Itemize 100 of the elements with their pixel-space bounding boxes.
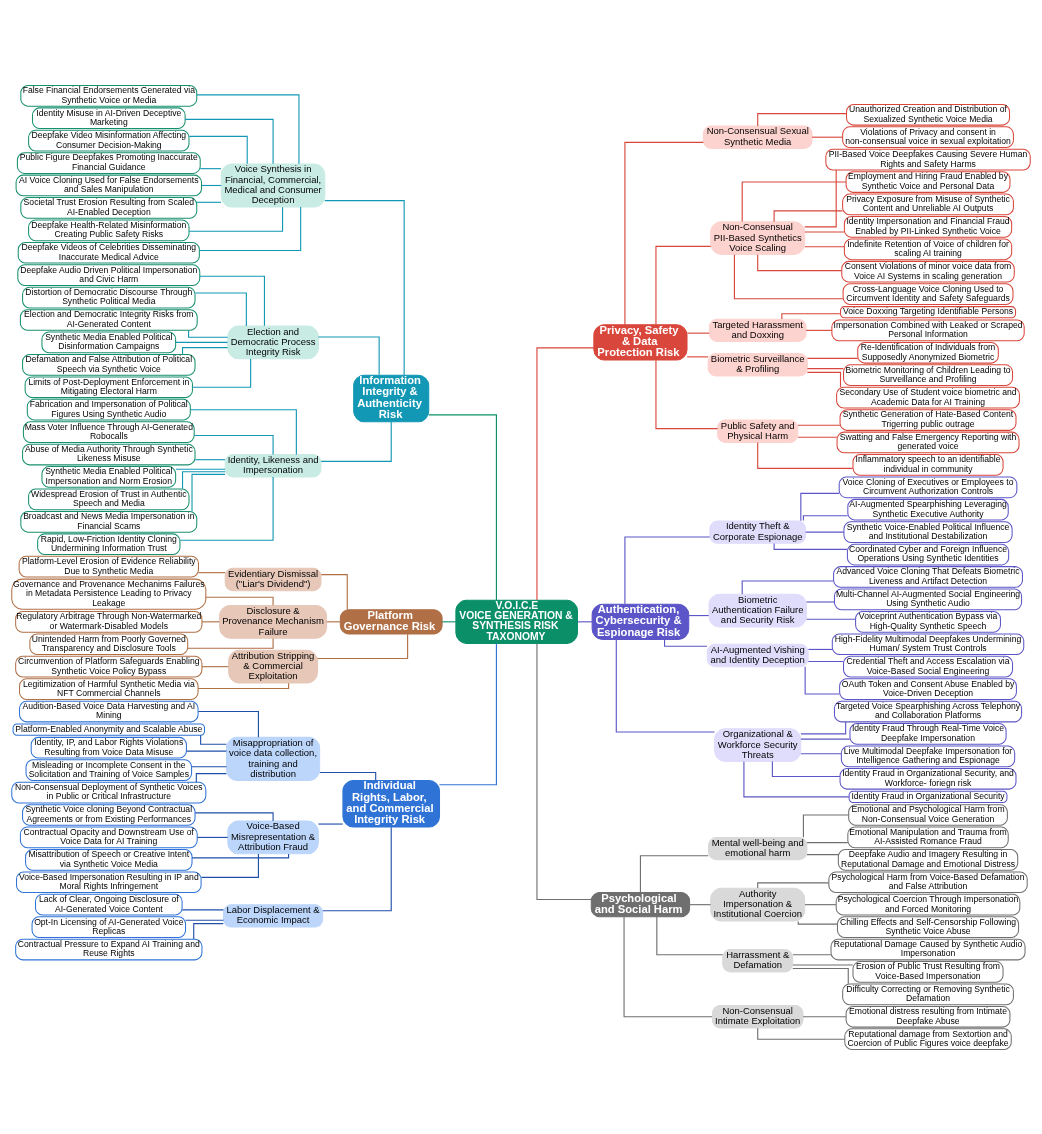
connector [806, 853, 839, 855]
connector [792, 964, 854, 966]
node-box: Synthetic Generation of Hate-Based Content Trigerring public outrage [839, 408, 1017, 431]
node-box: Biometric Surveillance & Profiling [707, 352, 808, 377]
connector [797, 436, 838, 438]
connector [317, 335, 380, 375]
connector [802, 813, 849, 838]
connector [181, 470, 226, 489]
node-box: Platform-Level Erosion of Evidence Reliability Due to Synthetic Media [18, 555, 199, 577]
connector [811, 136, 844, 138]
node-box: Authentication, Cybersecurity & Espionage Risk [591, 603, 690, 640]
connector [536, 642, 592, 900]
connector [188, 135, 248, 164]
node-box: Violations of Privacy and consent in non-consensual voice in sexual exploitation [842, 125, 1014, 148]
node-box: Synthetic Media Enabled Political Disinformation Campaigns [41, 331, 177, 353]
connector [802, 1015, 847, 1017]
node-box: Synthetic Voice cloning Beyond Contractual Agreements or from Existing Performances [22, 803, 196, 826]
connector [200, 852, 259, 878]
connector [797, 920, 838, 925]
connector [655, 245, 712, 325]
connector [686, 332, 710, 334]
connector [197, 710, 259, 738]
node-box: Psychological Coercion Through Impersonation and Forced Monitoring [835, 893, 1021, 916]
node-box: Authority Impersonation & Institutional Coercion [710, 887, 806, 922]
node-box: Multi-Channel AI-Augmented Social Engineering Using Synthetic Audio [833, 588, 1023, 610]
node-box-text: AI-Augmented Spearphishing Leveraging Synthetic Executive Authority [847, 498, 1009, 521]
node-box: Psychological and Social Harm [590, 891, 691, 917]
connector [805, 329, 833, 331]
connector [197, 682, 290, 689]
connector [800, 492, 840, 521]
node-box: Abuse of Media Authority Through Synthetic Likeness Misuse [22, 443, 196, 465]
connector [175, 468, 226, 470]
node-box: Societal Trust Erosion Resulting from Scaled AI-Enabled Deception [20, 196, 198, 219]
node-box: Misappropriation of voice data collection, training and distribution [226, 736, 321, 781]
node-box: Unauthorized Creation and Distribution of Sexualized Synthetic Voice Media [846, 103, 1011, 126]
connector [201, 665, 229, 667]
node-box: AI-Augmented Vishing and Identity Deception [706, 643, 809, 667]
connector [199, 275, 265, 326]
node-box: Evidentiary Dismissal ("Liar's Dividend") [224, 567, 322, 591]
connector [757, 441, 854, 469]
node-box: Mental well-being and emotional harm [708, 836, 808, 860]
node-box: Synthetic Voice-Enabled Political Influence and Institutional Destabilization [843, 520, 1013, 543]
node-box: Lack of Clear, Ongoing Disclosure of AI-Generated Voice Content [35, 893, 183, 916]
connector [757, 112, 847, 126]
node-box: Information Integrity & Authenticity Risk [353, 374, 430, 422]
node-box: Privacy Exposure from Misuse of Synthetic Content and Unreliable AI Outputs [842, 193, 1014, 215]
node-box: Deepfake Video Misinformation Affecting Consumer Decision-Making [28, 129, 190, 151]
node-box: Defamation and False Attribution of Political Speech via Synthetic Voice [22, 353, 196, 376]
connector [188, 206, 284, 232]
node-box: Credential Theft and Access Escalation via Voice-Based Social Engineering [843, 655, 1014, 678]
node-box: Consent Violations of minor voice data from Voice AI Systems in scaling generation [841, 260, 1015, 283]
node-box: Swatting and False Emergency Reporting with generated voice [836, 431, 1020, 453]
node-box: Identity, Likeness and Impersonation [224, 453, 322, 477]
connector [757, 1027, 846, 1040]
node-box: Individual Rights, Labor, and Commercial Integrity Risk [342, 779, 441, 828]
connector [188, 329, 229, 338]
node-box: Deepfake Audio and Imagery Resulting in Reputational Damage and Emotional Distress [837, 848, 1019, 871]
connector [800, 752, 842, 754]
connector [194, 811, 274, 821]
connector [192, 357, 252, 388]
connector [195, 772, 227, 783]
node-box: Voice Cloning of Executives or Employees to Circumvent Authorization Controls [838, 475, 1018, 498]
connector [806, 367, 844, 369]
connector [181, 908, 224, 910]
connector [806, 841, 849, 843]
node-box: Fabrication and Impersonation of Political Figures Using Synthetic Audio [26, 398, 191, 421]
node-box: Biometric Authentication Failure and Security Risk [708, 593, 807, 627]
connector [317, 823, 344, 825]
node-box: Voice Doxxing Targeting Identifiable Persons [840, 305, 1017, 318]
connector [324, 199, 405, 376]
node-box: Coordinated Cyber and Foreign Influence Operations Using Synthetic Identities [846, 543, 1010, 565]
node-box: Biometric Monitoring of Children Leading to Surveillance and Profiling [843, 363, 1014, 386]
connector [773, 542, 848, 550]
node-box: Targeted Voice Spearphishing Across Telephony and Collaboration Platforms [833, 700, 1023, 722]
connector [196, 836, 229, 838]
node-box: Inflammatory speech to an identifiable individual in community [852, 453, 1004, 476]
node-box: Identity Fraud in Organizational Security [848, 790, 1008, 803]
connector [806, 371, 842, 388]
node-box: Unintended Harm from Poorly Governed Transparency and Disclosure Tools [29, 632, 189, 655]
node-box: Emotional Manipulation and Trauma from AI-Assisted Romance Fraud [847, 826, 1009, 848]
node-box: Distortion of Democratic Discourse Through Synthetic Political Media [22, 286, 196, 308]
connector [664, 638, 708, 647]
node-box: Reputational Damage Caused by Synthetic Audio Impersonation [830, 938, 1026, 960]
connector [804, 231, 845, 233]
connector [797, 424, 841, 426]
node-box: Emotional distress resulting from Intimate Deepfake Abuse [845, 1005, 1011, 1028]
connector [186, 750, 227, 752]
connector [807, 660, 844, 662]
node-box: Audition-Based Voice Data Harvesting and AI Mining [19, 700, 199, 722]
node-box: Harrassment & Defamation [722, 948, 794, 972]
node-box: Legitimization of Harmful Synthetic Media via NFT Commercial Channels [19, 677, 199, 700]
connector [757, 253, 843, 271]
node-box: Cross-Language Voice Cloning Used to Circumvent Identity and Safety Safeguards [842, 282, 1014, 305]
node-box: Identity Fraud Through Real-Time Voice Deepfake Impersonation [849, 722, 1007, 745]
node-box: Psychological Harm from Voice-Based Defamation and False Attribution [828, 870, 1028, 893]
connector [175, 341, 229, 343]
node-box: Attribution Stripping & Commercial Exploitation [228, 649, 318, 684]
node-box: Secondary Use of Student voice biometric and Academic Data for AI Training [836, 386, 1020, 408]
connector [196, 93, 300, 164]
node-box: False Financial Endorsements Generated via Synthetic Voice or Media [20, 84, 198, 107]
